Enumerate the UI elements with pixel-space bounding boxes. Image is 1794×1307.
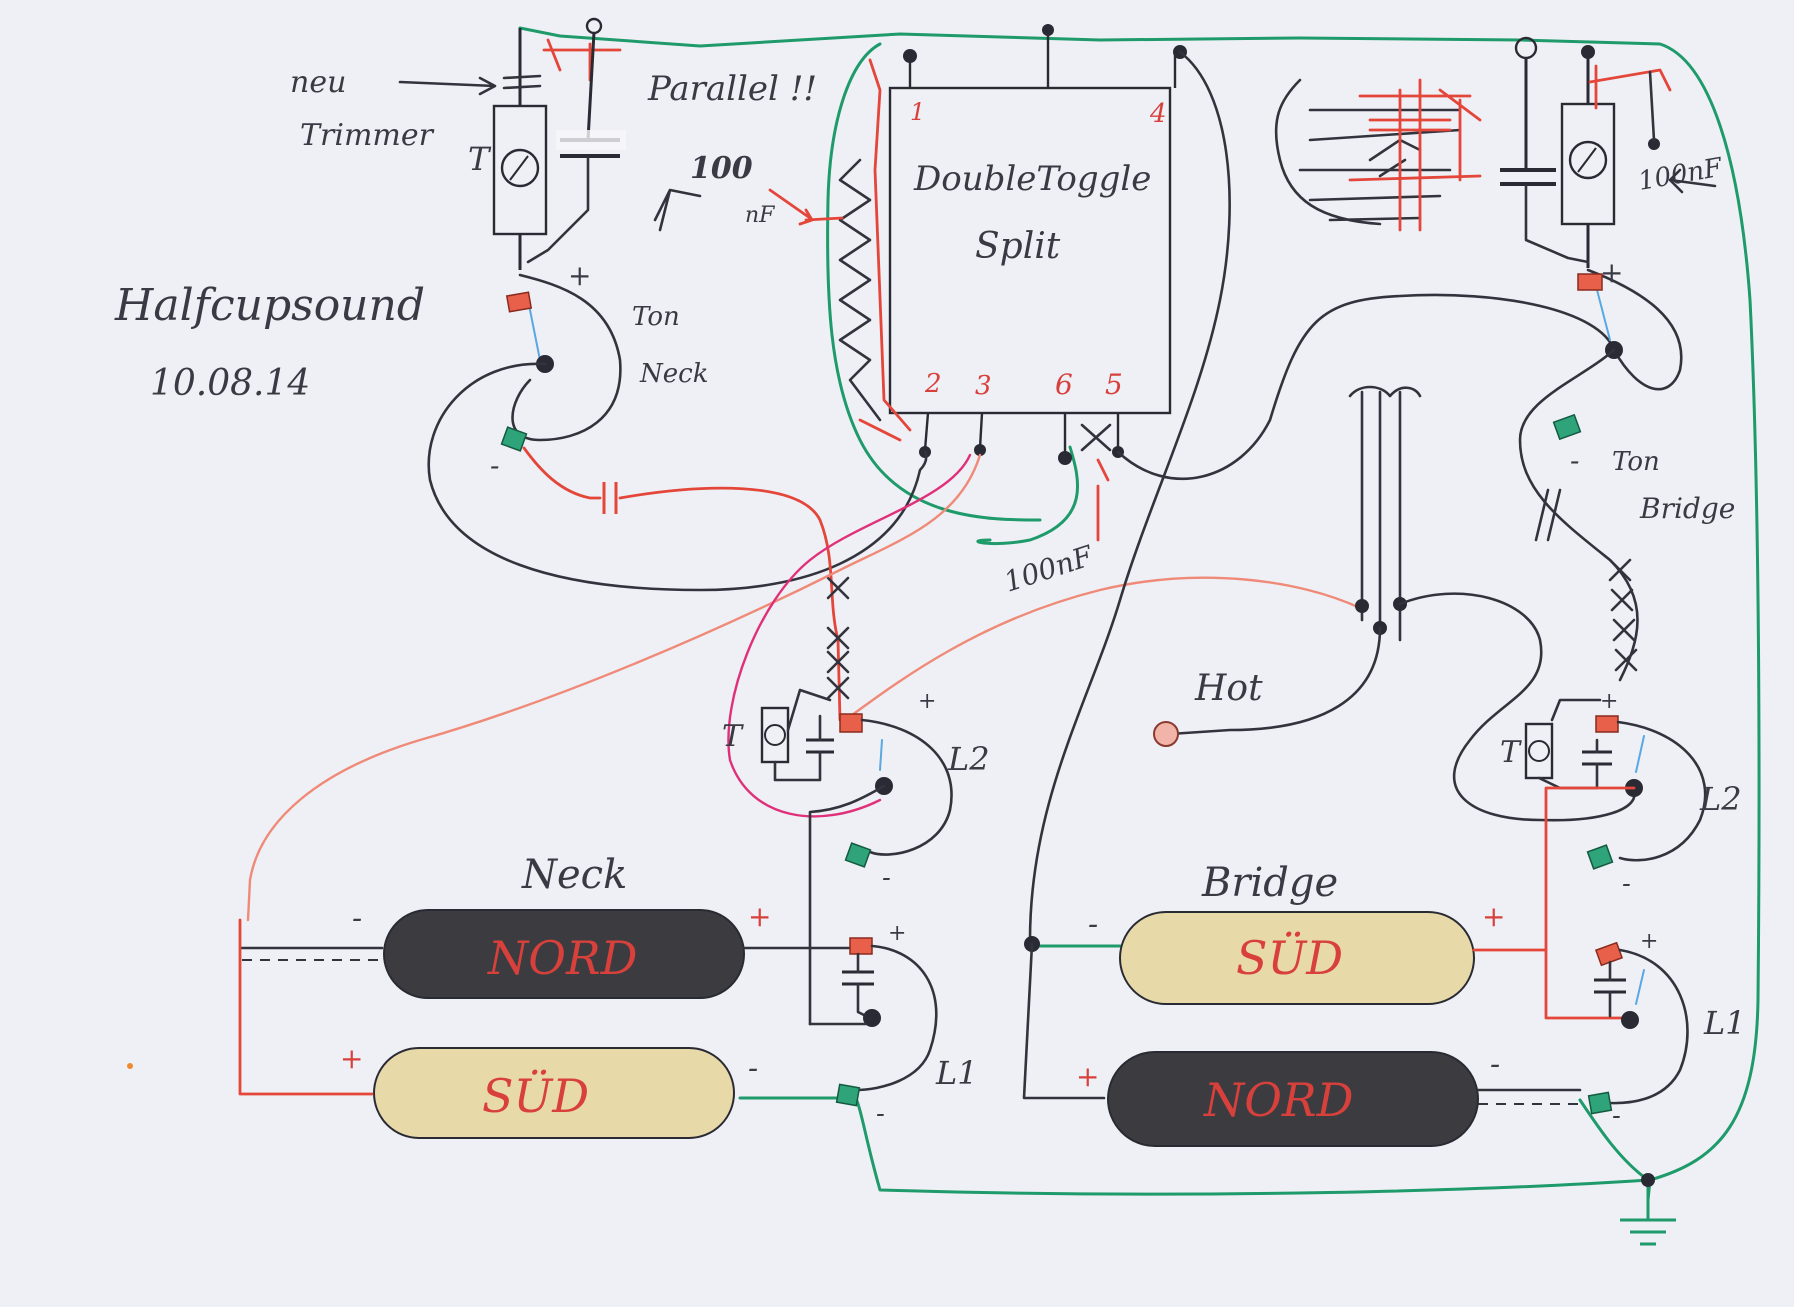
switch-pin-6: 6 [1055, 368, 1073, 401]
label-cap-bottom: 100nF [1000, 539, 1098, 599]
double-toggle-switch: DoubleToggle Split 1 4 2 3 6 5 [888, 24, 1187, 465]
label-neck-L1: L1 [935, 1054, 978, 1092]
label-ton-neck-2: Neck [639, 359, 708, 389]
bridge-trimmer [1560, 45, 1672, 268]
neck-pickup: Neck NORD SÜD - + + - [238, 852, 852, 1139]
stray-dot [127, 1063, 133, 1069]
label-neck-L2: L2 [947, 740, 990, 778]
bridge-coil-nord-label: NORD [1203, 1073, 1353, 1127]
neck-L1-plus: + [888, 921, 906, 946]
bridge-coil-sud-label: SÜD [1236, 930, 1343, 985]
neck-parallel-capacitor [526, 17, 626, 264]
bridge-sud-plus: + [1482, 900, 1505, 933]
label-neu: neu [290, 65, 346, 100]
bridge-pot-plus: + [1600, 256, 1623, 289]
salmon-wire-pin3 [246, 453, 982, 922]
black-wire-pin5 [1116, 293, 1616, 481]
neck-pot-minus: - [490, 449, 499, 482]
bridge-nord-plus: + [1076, 1060, 1099, 1093]
bridge-L2-pot: T + - L2 [1500, 689, 1742, 1020]
neck-coupling-capacitor [522, 446, 850, 722]
bridge-L2-plus: + [1600, 689, 1618, 714]
switch-pin-3: 3 [975, 371, 992, 401]
ground-wire-loop [518, 26, 1761, 1202]
neck-tone-pot: + - Ton Neck [427, 259, 928, 592]
switch-pin-2: 2 [924, 369, 942, 399]
switch-name-line2: Split [975, 226, 1061, 267]
label-bridge: Bridge [1201, 860, 1338, 906]
bridge-L2-T: T [1500, 735, 1522, 770]
struck-out-sketch [1274, 78, 1482, 232]
diagram-title: Halfcupsound [114, 280, 425, 331]
neck-sud-plus: + [340, 1042, 363, 1075]
ground-symbol [1620, 1173, 1676, 1246]
neck-pot-plus: + [568, 259, 591, 292]
bridge-L2-minus: - [1622, 869, 1631, 899]
bridge-capacitor-right [1500, 36, 1590, 264]
neck-L2-T: T [722, 719, 744, 754]
resistor-zigzag [804, 58, 912, 442]
bridge-coil-nord [1107, 1051, 1479, 1147]
switch-pin-5: 5 [1105, 368, 1123, 401]
label-bridge-L1: L1 [1703, 1004, 1746, 1042]
label-cap-100: 100 [690, 151, 753, 186]
neck-nord-minus: - [352, 901, 362, 936]
neck-coil-sud-label: SÜD [482, 1068, 589, 1123]
neck-nord-plus: + [748, 900, 771, 933]
neck-L2-plus: + [918, 689, 936, 714]
label-trimmer: Trimmer [300, 118, 435, 153]
bridge-pot-minus: - [1570, 444, 1579, 477]
neck-coil-nord [383, 909, 745, 999]
neck-coil-nord-label: NORD [487, 931, 637, 985]
neck-L1-minus: - [876, 1099, 885, 1129]
output-jack: Hot [1153, 385, 1636, 822]
neck-L2-pot: T + - L2 [722, 688, 990, 1026]
switch-pin-4: 4 [1149, 99, 1167, 129]
neck-trimmer: T [468, 28, 622, 270]
switch-pin-1: 1 [910, 98, 925, 126]
salmon-wire-tonebridge [846, 576, 1362, 720]
label-ton-bridge-2: Bridge [1639, 492, 1735, 525]
bridge-pickup: Bridge SÜD NORD - + + - [1022, 860, 1582, 1147]
label-neck: Neck [521, 852, 627, 898]
neck-coil-sud [373, 1047, 735, 1139]
label-bridge-L2: L2 [1699, 780, 1742, 818]
label-hot: Hot [1194, 668, 1263, 709]
neck-L2-minus: - [882, 863, 891, 893]
bridge-coil-sud [1119, 911, 1475, 1005]
neck-L1-pot: + - L1 [808, 921, 978, 1129]
bridge-nord-minus: - [1490, 1047, 1500, 1082]
black-wire-pin6 [1028, 50, 1231, 942]
trimmer-T-left: T [468, 140, 492, 178]
label-cap-100-unit: nF [745, 203, 775, 228]
label-parallel: Parallel !! [647, 69, 817, 109]
bridge-tone-pot: + - Ton Bridge [1518, 256, 1735, 682]
pink-wire-pin3 [727, 453, 972, 818]
diagram-date: 10.08.14 [150, 363, 310, 404]
switch-name-line1: DoubleToggle [913, 159, 1151, 199]
neck-sud-minus: - [748, 1051, 758, 1086]
bridge-sud-minus: - [1088, 907, 1098, 942]
bridge-L1-plus: + [1640, 929, 1658, 954]
label-ton-neck-1: Ton [632, 302, 680, 332]
bridge-L1-minus: - [1612, 1101, 1621, 1131]
label-ton-bridge-1: Ton [1612, 447, 1660, 477]
bridge-L1-pot: + - L1 [1587, 929, 1746, 1131]
